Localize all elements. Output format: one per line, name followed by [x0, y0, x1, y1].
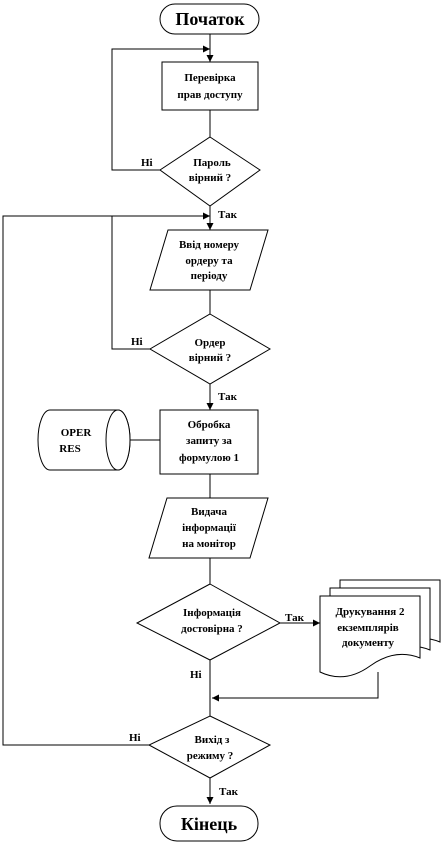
input-order-label-2: ордеру та — [185, 255, 233, 267]
edge-label-password-yes: Так — [218, 209, 238, 221]
info-label-1: Інформація — [183, 607, 241, 619]
end-label: Кінець — [181, 814, 238, 834]
check-rights-label-1: Перевірка — [184, 72, 236, 84]
password-decision: Пароль вірний ? — [159, 136, 261, 207]
edge-labels: Ні Так Ні Так Так Ні Ні Так — [129, 157, 305, 798]
storage-label-1: OPER — [61, 427, 93, 439]
connectors — [2, 34, 379, 804]
print-label-1: Друкування 2 — [335, 606, 405, 618]
password-label-1: Пароль — [193, 157, 231, 169]
process-label-1: Обробка — [188, 419, 231, 431]
order-label-2: вірний ? — [189, 352, 231, 364]
output-label-3: на монітор — [182, 538, 236, 550]
info-label-2: достовірна ? — [181, 623, 243, 635]
password-label-2: вірний ? — [189, 172, 231, 184]
storage-label-2: RES — [59, 443, 80, 455]
print-label-3: документу — [342, 637, 395, 649]
end-terminal: Кінець — [159, 805, 259, 842]
process-query-process: Обробка запиту за формулою 1 — [159, 409, 259, 475]
input-order-label-3: періоду — [191, 270, 228, 282]
output-label-2: інформації — [182, 522, 237, 534]
print-label-2: екземплярів — [337, 622, 399, 634]
print-documents: Друкування 2 екземплярів документу — [319, 579, 441, 678]
start-terminal: Початок — [159, 3, 260, 35]
check-rights-process: Перевірка прав доступу — [161, 61, 259, 111]
output-info-io: Видача інформації на монітор — [148, 497, 269, 559]
order-decision: Ордер вірний ? — [149, 313, 271, 385]
output-label-1: Видача — [191, 506, 228, 518]
check-rights-label-2: прав доступу — [177, 89, 243, 101]
edge-label-info-no: Ні — [190, 669, 202, 681]
input-order-label-1: Ввід номеру — [179, 239, 240, 251]
process-label-2: запиту за — [186, 435, 232, 447]
input-order-io: Ввід номеру ордеру та періоду — [149, 229, 269, 291]
edge-label-order-no: Ні — [131, 336, 143, 348]
edge-label-exit-yes: Так — [219, 786, 239, 798]
exit-label-1: Вихід з — [195, 734, 231, 746]
storage-cylinder: OPER RES — [37, 409, 131, 471]
order-label-1: Ордер — [194, 337, 225, 349]
exit-decision: Вихід з режиму ? — [147, 715, 272, 779]
edge-label-password-no: Ні — [141, 157, 153, 169]
edge-label-info-yes: Так — [285, 612, 305, 624]
info-decision: Інформація достовірна ? — [135, 583, 282, 661]
exit-label-2: режиму ? — [187, 750, 234, 762]
edge-label-exit-no: Ні — [129, 732, 141, 744]
edge-label-order-yes: Так — [218, 391, 238, 403]
start-label: Початок — [175, 9, 245, 29]
process-label-3: формулою 1 — [179, 452, 239, 464]
